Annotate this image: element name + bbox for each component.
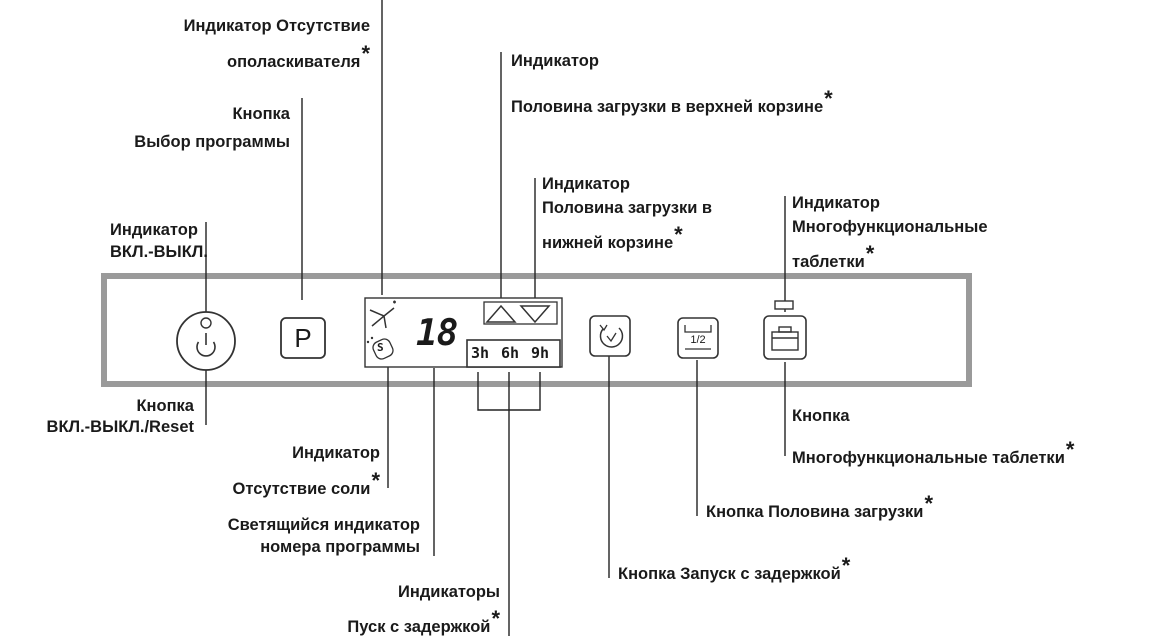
label-multitab-button: Кнопка Многофункциональные таблетки* (792, 407, 1075, 467)
power-icon (196, 341, 216, 357)
program-button-label: P (294, 323, 312, 353)
half-load-indicators (483, 301, 558, 325)
control-panel-frame (101, 273, 972, 387)
program-number-display: 18 (416, 313, 458, 354)
delay-9h: 9h (531, 344, 550, 362)
onoff-indicator-lamp (200, 317, 212, 329)
salt-icon (366, 336, 394, 360)
half-load-icon (684, 325, 712, 333)
label-salt-indicator: Индикатор Отсутствие соли* (232, 444, 380, 498)
label-multitab-indicator: Индикатор Многофункциональные таблетки* (792, 194, 988, 271)
multitab-indicator-lamp (774, 300, 794, 310)
label-delay-start-button: Кнопка Запуск с задержкой* (618, 553, 851, 584)
label-rinse-aid-indicator: Индикатор Отсутствие ополаскивателя* (183, 17, 370, 71)
half-load-button[interactable] (677, 317, 719, 359)
multitab-button[interactable] (763, 300, 807, 360)
delay-3h: 3h (471, 344, 490, 362)
label-program-number-display: Светящийся индикатор номера программы (227, 516, 420, 556)
onoff-button[interactable] (176, 311, 236, 371)
salt-icon-letter: S (377, 341, 384, 354)
label-onoff-button: Кнопка ВКЛ.-ВЫКЛ./Reset (46, 397, 194, 436)
upper-basket-triangle-icon (485, 304, 517, 323)
label-half-load-button: Кнопка Половина загрузки* (706, 491, 934, 522)
label-delay-indicators: Индикаторы Пуск с задержкой* (347, 583, 500, 636)
leader-lines (205, 0, 786, 636)
label-lower-half-indicator: Индикатор Половина загрузки в нижней кор… (542, 175, 713, 252)
rinse-aid-icon (369, 300, 396, 329)
half-load-icon-label: 1/2 (690, 334, 706, 346)
delay-hours-box (466, 339, 561, 368)
label-onoff-indicator: Индикатор ВКЛ.-ВЫКЛ. (110, 221, 208, 261)
label-upper-half-indicator: Индикатор Половина загрузки в верхней ко… (511, 52, 833, 116)
delay-6h: 6h (501, 344, 520, 362)
label-program-button: Кнопка Выбор программы (134, 105, 290, 151)
tablet-box-icon (771, 326, 799, 351)
delay-start-button[interactable] (589, 315, 631, 357)
lower-basket-triangle-icon (519, 305, 551, 324)
clock-icon (599, 327, 624, 348)
display-area (364, 297, 563, 368)
program-button[interactable] (280, 317, 326, 359)
